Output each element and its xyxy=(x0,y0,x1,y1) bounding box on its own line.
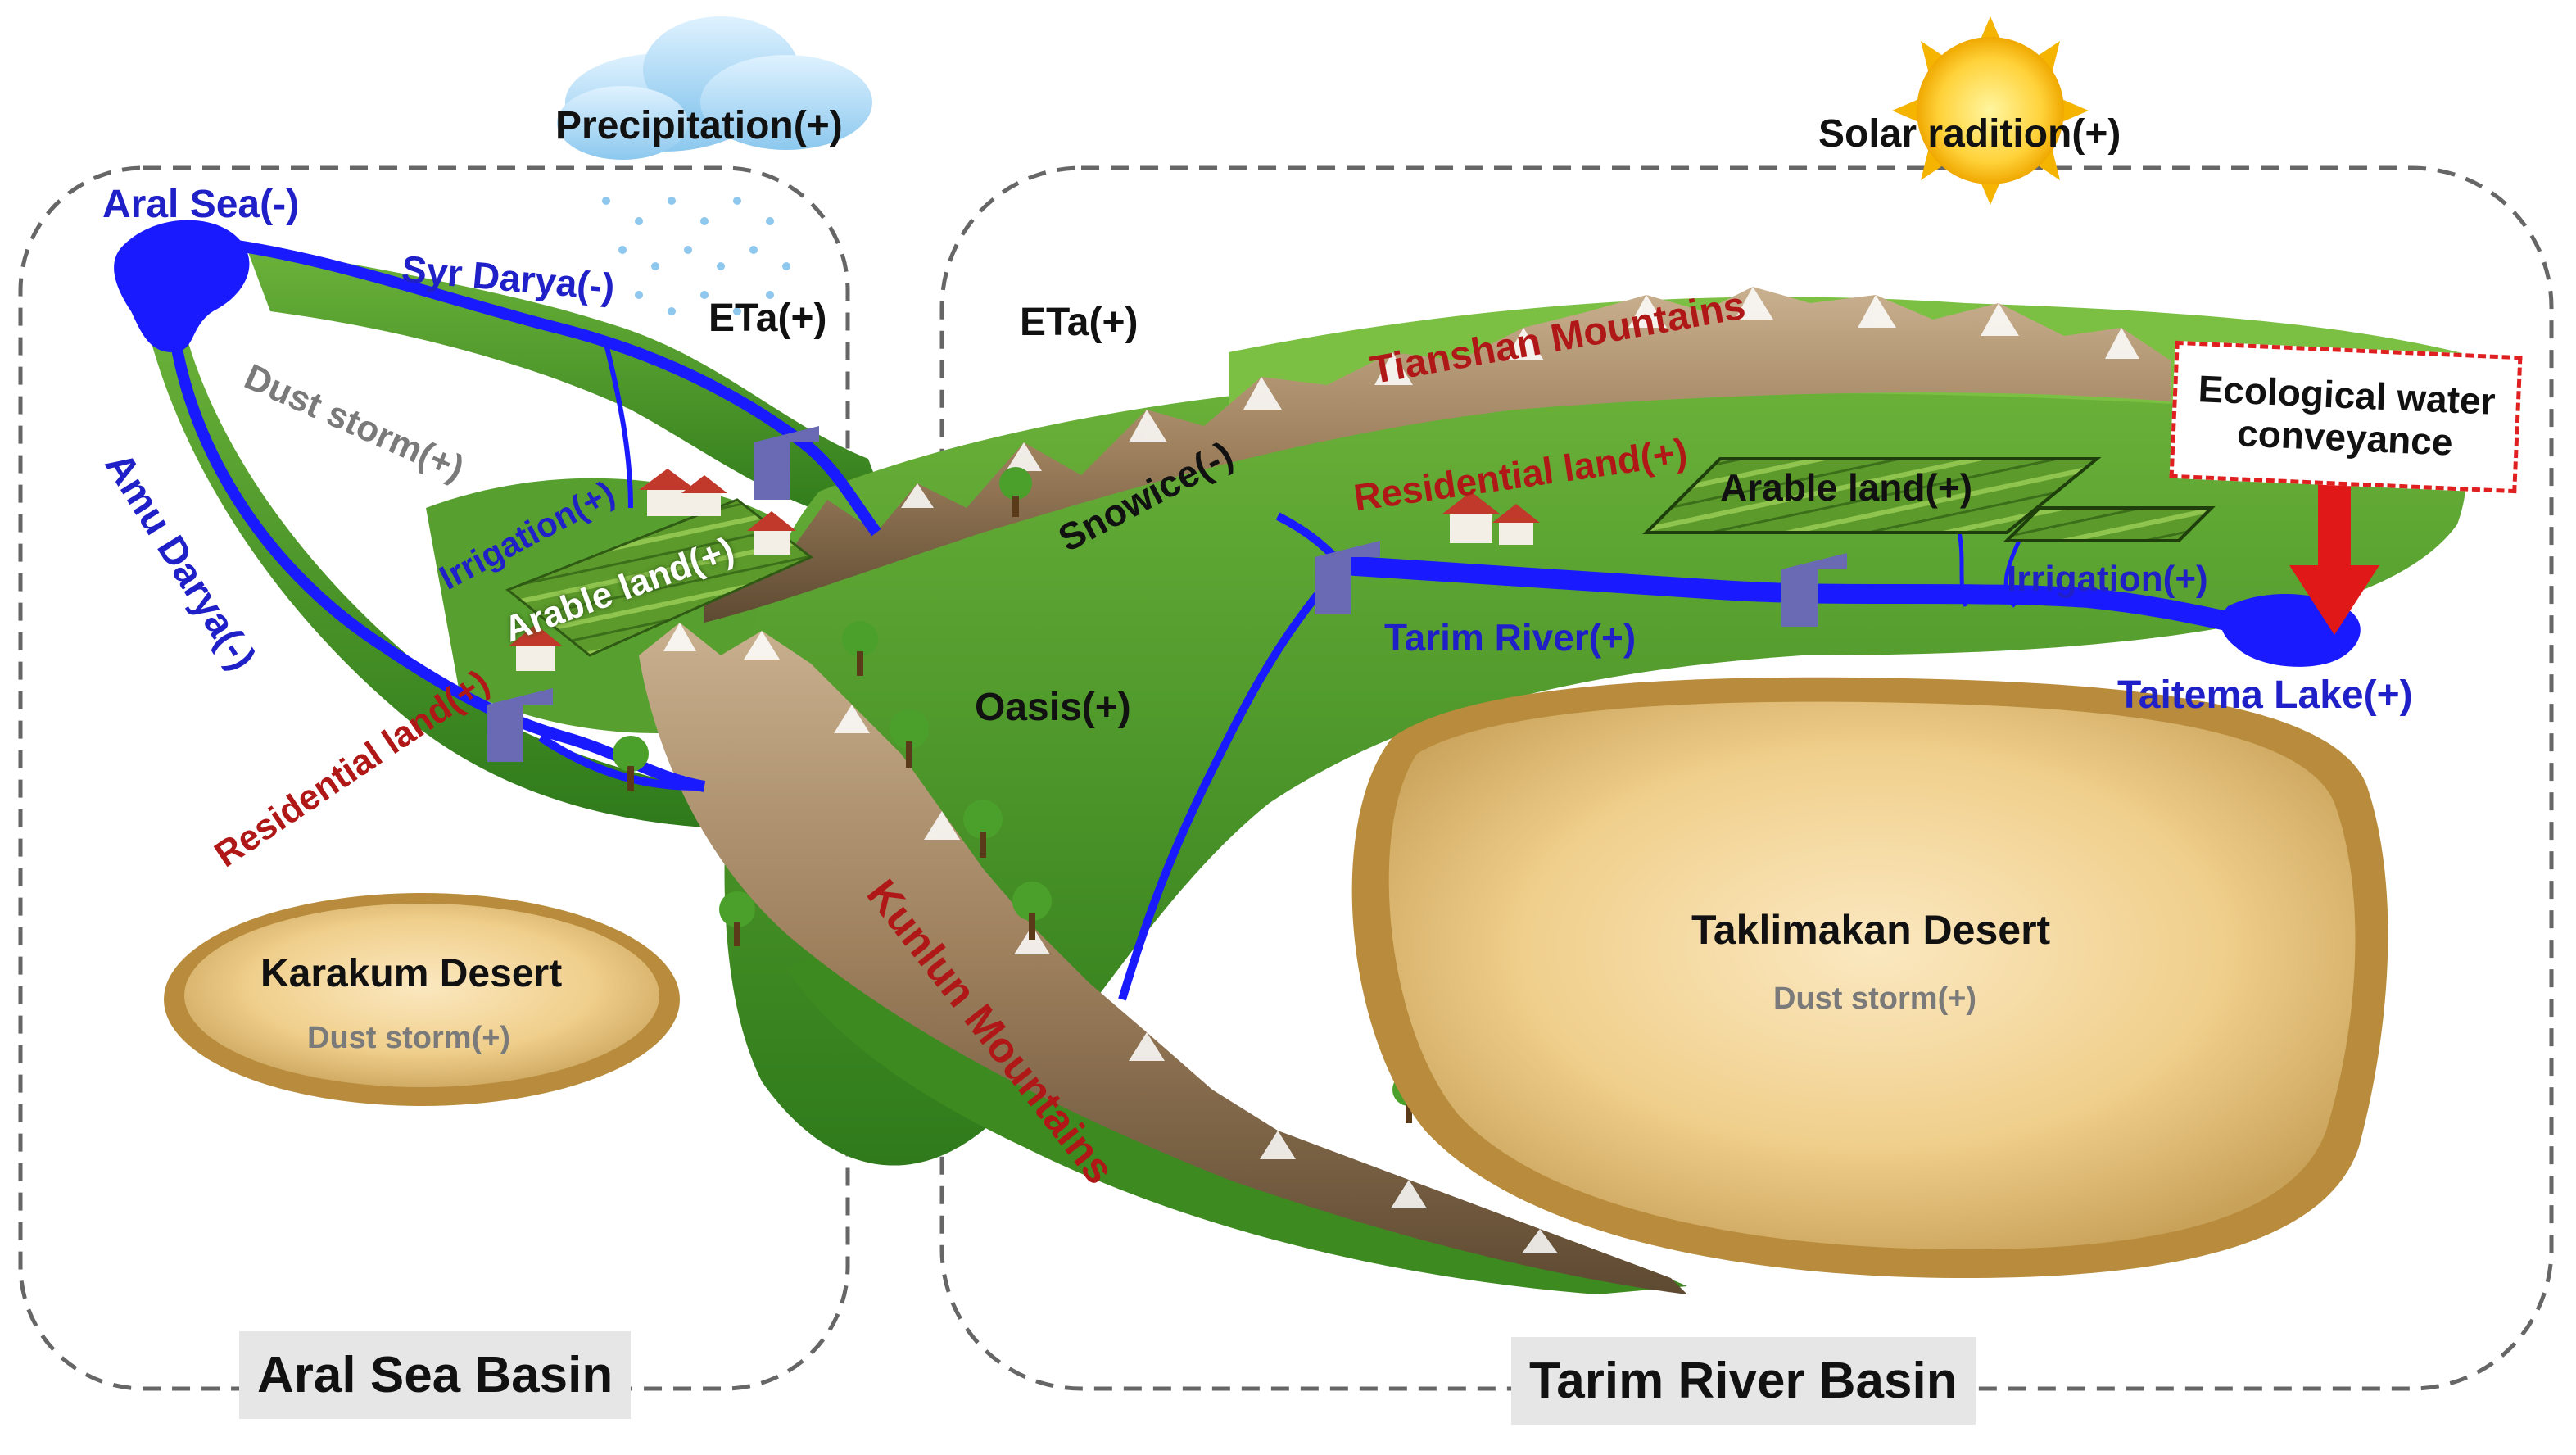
tarim-irrigation-canal xyxy=(1955,524,1968,607)
syr-darya-valley xyxy=(246,246,893,524)
oasis-label: Oasis(+) xyxy=(975,686,1131,729)
tarim-river xyxy=(1342,555,2279,641)
dam-icons xyxy=(487,426,1847,762)
tarim-irrigation-label: Irrigation(+) xyxy=(2007,559,2208,599)
tianshan-mountains xyxy=(704,287,2171,623)
karakum-dust-label: Dust storm(+) xyxy=(307,1021,511,1055)
tarim-arable-label: Arable land(+) xyxy=(1720,466,1973,509)
cloud-icon xyxy=(557,16,872,160)
solar-radiation-label: Solar radition(+) xyxy=(1818,112,2121,156)
sun-icon xyxy=(1892,16,2089,205)
aral-sea xyxy=(114,220,250,352)
tarim-green-land xyxy=(724,353,2467,1166)
amu-darya-valley xyxy=(147,311,704,827)
syr-darya-river xyxy=(236,240,881,537)
taklimakan-desert-label: Taklimakan Desert xyxy=(1691,907,2051,953)
aral-eta-label: ETa(+) xyxy=(709,297,827,340)
kunlun-mountains xyxy=(639,623,1687,1294)
tianshan-snow xyxy=(901,287,2139,508)
tree-icons xyxy=(613,467,1425,1123)
tarim-houses xyxy=(1442,492,1540,545)
aral-irrigation-canal xyxy=(604,343,633,509)
tarim-arable-field-2 xyxy=(2003,506,2216,542)
taitema-lake-label: Taitema Lake(+) xyxy=(2117,673,2413,717)
karakum-desert-label: Karakum Desert xyxy=(260,952,563,995)
aral-sea-label: Aral Sea(-) xyxy=(102,183,300,226)
eco-line-2: conveyance xyxy=(2236,411,2454,464)
aral-arable-field xyxy=(505,498,813,657)
ecological-water-conveyance-box: Ecological water conveyance xyxy=(2169,340,2523,494)
aral-basin-title: Aral Sea Basin xyxy=(239,1331,632,1419)
kunlun-snow xyxy=(663,623,1558,1253)
tarim-tributary xyxy=(1118,570,1338,1001)
tarim-arable-field xyxy=(1642,457,2102,534)
tarim-eta-label: ETa(+) xyxy=(1020,301,1139,344)
aral-houses xyxy=(509,469,796,671)
precipitation-label: Precipitation(+) xyxy=(555,104,843,147)
tarim-canal-2 xyxy=(2003,531,2026,608)
karakum-desert xyxy=(184,904,659,1087)
rain-icon xyxy=(602,197,790,315)
tarim-basin-title: Tarim River Basin xyxy=(1511,1337,1976,1425)
taklimakan-dust-label: Dust storm(+) xyxy=(1773,981,1977,1016)
red-arrow-icon xyxy=(2289,479,2379,635)
taklimakan-desert xyxy=(1388,701,2356,1249)
aral-river-lower xyxy=(538,733,697,791)
tarim-river-label: Tarim River(+) xyxy=(1384,616,1637,659)
